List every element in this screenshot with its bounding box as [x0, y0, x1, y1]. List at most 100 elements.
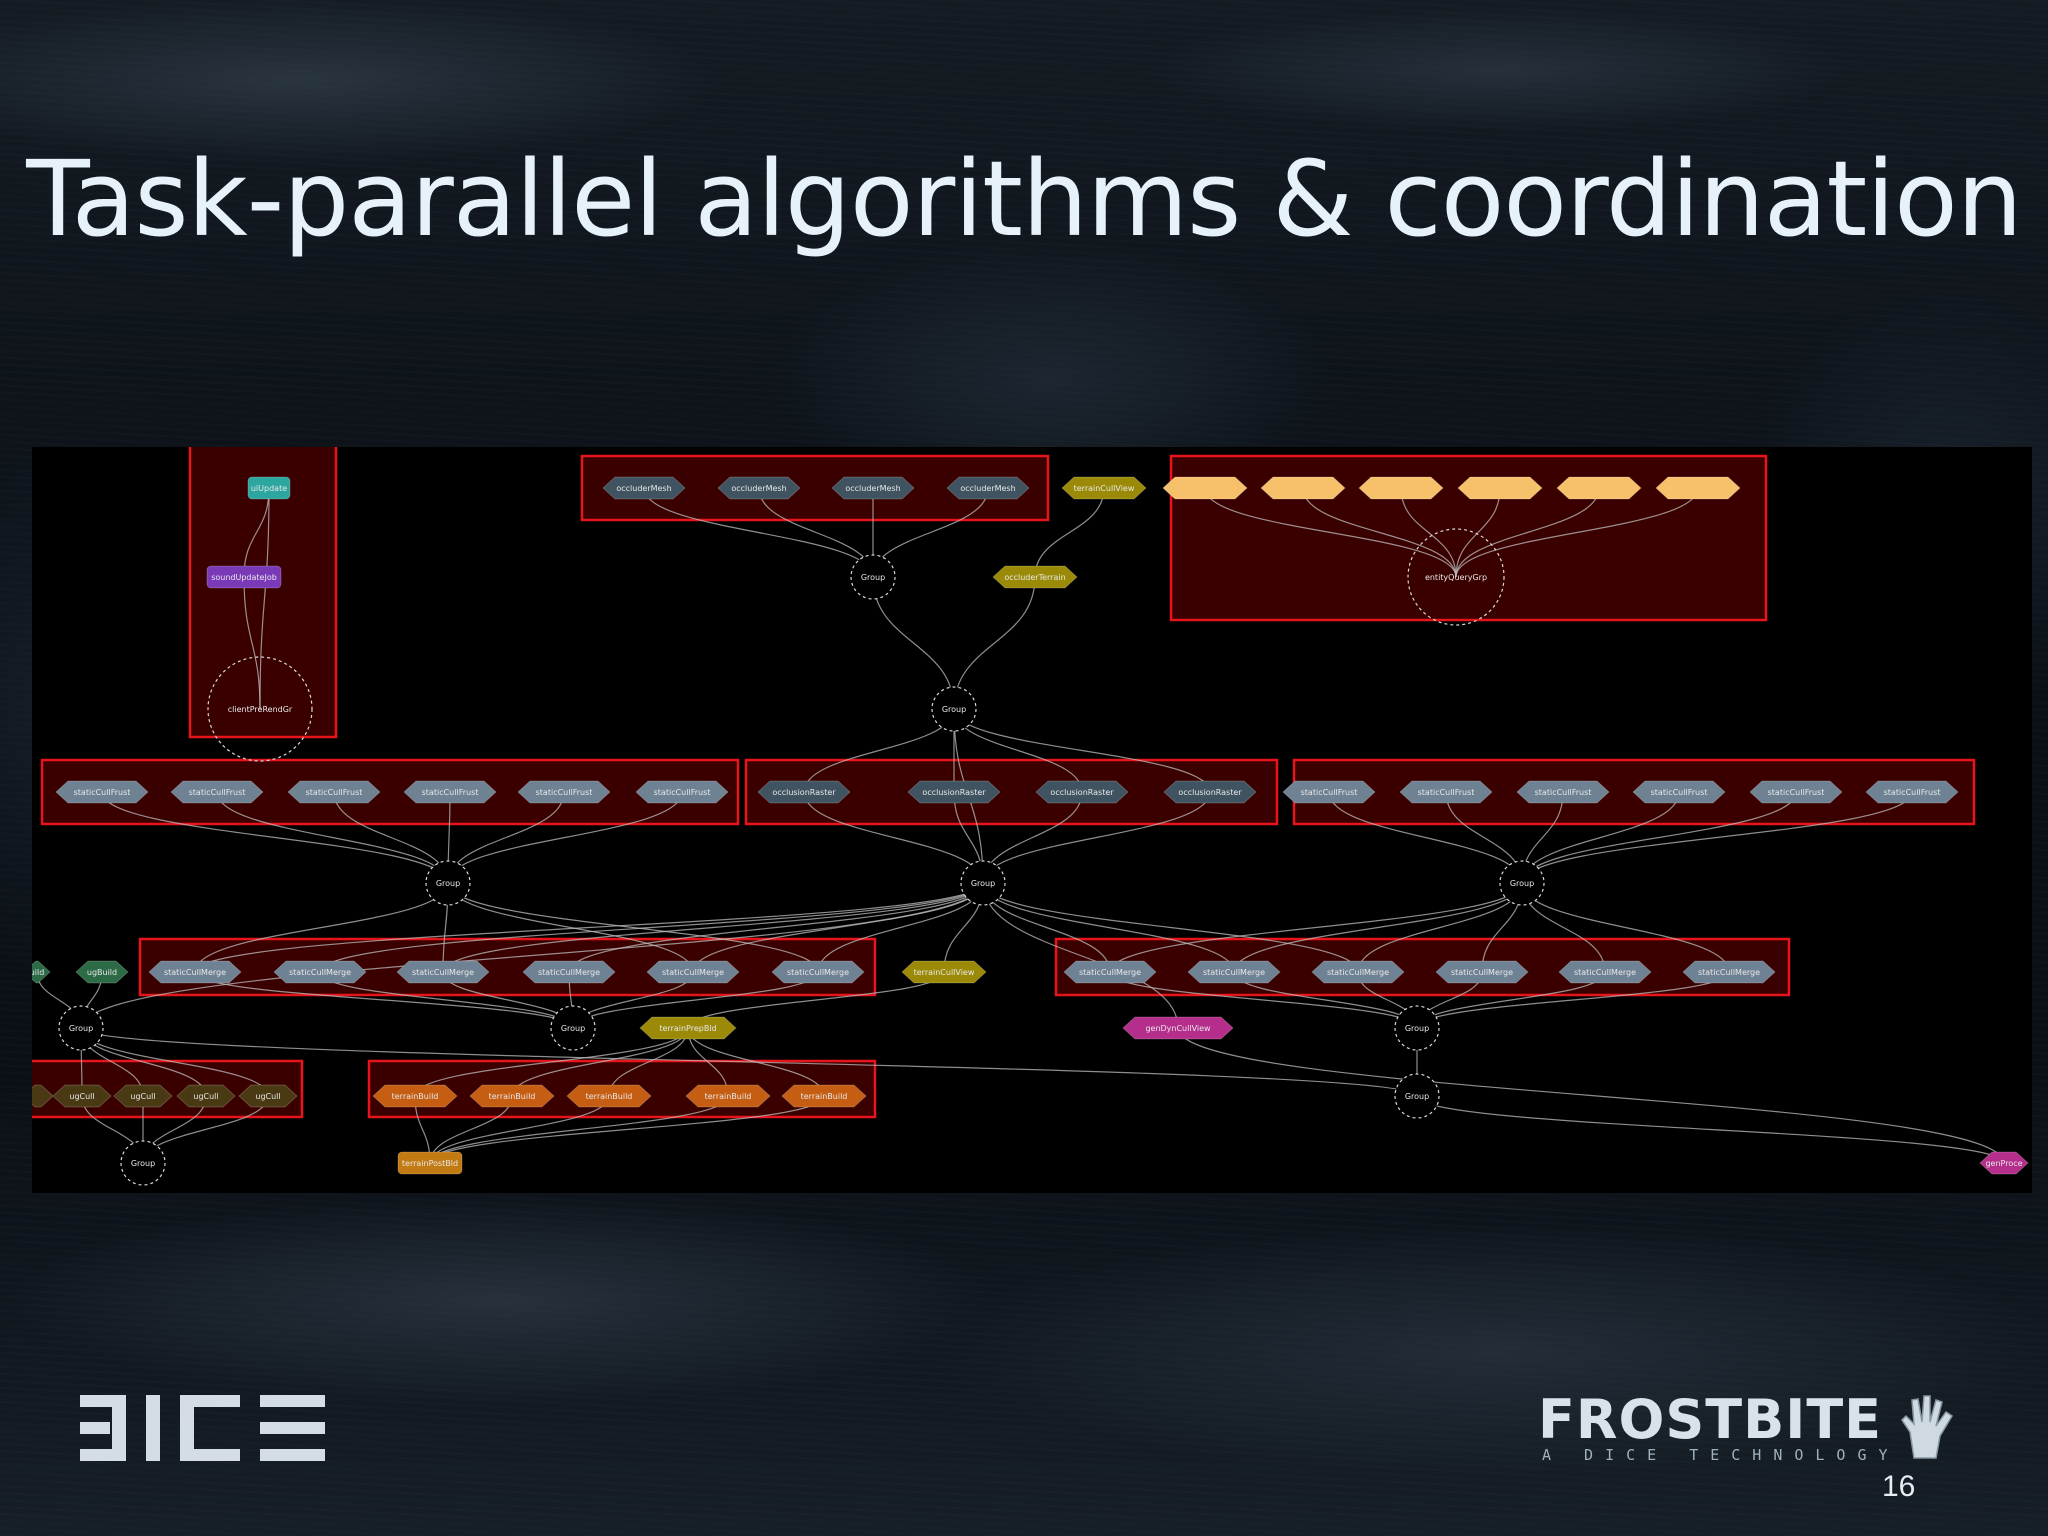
group-circle — [1499, 860, 1545, 906]
node-shape — [1163, 780, 1257, 804]
graph-edge — [319, 882, 984, 973]
graph-node-tb1: terrainBuild — [372, 1084, 458, 1108]
graph-node-scfL5: staticCullFrust — [517, 780, 611, 804]
graph-node-scfR3: staticCullFrust — [1516, 780, 1610, 804]
node-shape — [1311, 960, 1405, 984]
node-label: staticCullFrust — [1651, 788, 1708, 797]
graph-node-scmR5: staticCullMerge — [1558, 960, 1652, 984]
graph-edge — [982, 882, 1179, 1029]
graph-edge — [953, 576, 1036, 710]
node-label: staticCullFrust — [422, 788, 479, 797]
graph-node-scfR4: staticCullFrust — [1632, 780, 1726, 804]
node-label: staticCullMerge — [1327, 968, 1389, 977]
node-shape — [522, 960, 616, 984]
node-shape — [170, 780, 264, 804]
graph-node-terrainCullView1: terrainCullView — [1061, 476, 1147, 500]
node-label: occluderMesh — [845, 484, 900, 493]
graph-edge — [982, 882, 1359, 973]
graph-node-scmR4: staticCullMerge — [1435, 960, 1529, 984]
graph-node-tb3: terrainBuild — [566, 1084, 652, 1108]
node-label: Group — [1405, 1092, 1429, 1101]
graph-node-scfL4: staticCullFrust — [403, 780, 497, 804]
graph-node-scfL3: staticCullFrust — [287, 780, 381, 804]
group-circle — [550, 1005, 596, 1051]
node-label: staticCullFrust — [536, 788, 593, 797]
graph-node-grpC: Group — [960, 860, 1006, 906]
graph-edge — [447, 882, 819, 973]
node-shape — [1061, 476, 1147, 500]
node-label: staticCullMerge — [787, 968, 849, 977]
node-shape — [1516, 780, 1610, 804]
node-label: staticCullFrust — [74, 788, 131, 797]
graph-edge — [101, 791, 449, 884]
page-number: 16 — [1882, 1470, 1916, 1503]
node-shape — [397, 1151, 463, 1175]
node-label: staticCullMerge — [1698, 968, 1760, 977]
graph-node-scfL1: staticCullFrust — [55, 780, 149, 804]
graph-node-ug2: ugCull — [113, 1084, 173, 1108]
node-label: staticCullFrust — [189, 788, 246, 797]
graph-node-om1: occluderMesh — [602, 476, 686, 500]
highlight-box — [1054, 937, 1791, 997]
node-label: Group — [69, 1024, 93, 1033]
node-shape — [517, 780, 611, 804]
node-label: occlusionRaster — [1050, 788, 1114, 797]
node-shape — [55, 780, 149, 804]
graph-edge — [194, 882, 984, 973]
node-shape — [1558, 960, 1652, 984]
graph-node-or2: occlusionRaster — [907, 780, 1001, 804]
node-label: occluderMesh — [616, 484, 671, 493]
node-shape — [566, 1084, 652, 1108]
graph-node-tb5: terrainBuild — [781, 1084, 867, 1108]
node-shape — [907, 780, 1001, 804]
graph-node-scmL1: staticCullMerge — [148, 960, 242, 984]
graph-node-ug1: ugCull — [52, 1084, 112, 1108]
node-shape — [1979, 1151, 2029, 1175]
graph-edge — [429, 1095, 610, 1164]
graph-edge — [511, 1027, 689, 1097]
node-label: terrainBuild — [705, 1092, 752, 1101]
node-label: terrainPrepBld — [659, 1024, 716, 1033]
graph-node-om2: occluderMesh — [717, 476, 801, 500]
graph-node-om4: occluderMesh — [946, 476, 1030, 500]
node-shape — [1187, 960, 1281, 984]
graph-node-terrainCullView2: terrainCullView — [901, 960, 987, 984]
node-shape — [75, 960, 129, 984]
group-circle — [1394, 1073, 1440, 1119]
node-label: ugCull — [130, 1092, 155, 1101]
node-shape — [1632, 780, 1726, 804]
frostbite-logo: FROSTBITE A DICE TECHNOLOGY — [1538, 1392, 1968, 1467]
slide-title: Task-parallel algorithms & coordination — [26, 138, 2022, 260]
node-label: Group — [1405, 1024, 1429, 1033]
node-label: terrainCullView — [1074, 484, 1135, 493]
graph-edge — [442, 882, 984, 973]
node-shape — [757, 780, 851, 804]
group-circle — [850, 554, 896, 600]
node-label: ugCull — [255, 1092, 280, 1101]
node-label: staticCullMerge — [662, 968, 724, 977]
node-shape — [273, 960, 367, 984]
graph-node-grpTop: Group — [850, 554, 896, 600]
graph-node-scmR2: staticCullMerge — [1187, 960, 1281, 984]
node-shape — [946, 476, 1030, 500]
node-shape — [1282, 780, 1376, 804]
node-label: staticCullFrust — [1418, 788, 1475, 797]
node-label: staticCullMerge — [1203, 968, 1265, 977]
graph-edge — [259, 487, 270, 710]
node-shape — [52, 1084, 112, 1108]
graph-node-om3: occluderMesh — [831, 476, 915, 500]
graph-node-grpMid: Group — [931, 686, 977, 732]
node-shape — [403, 780, 497, 804]
graph-edge — [80, 1027, 1418, 1097]
graph-edge — [429, 1095, 825, 1164]
node-shape — [247, 476, 291, 500]
node-shape — [1865, 780, 1959, 804]
node-label: staticCullMerge — [1451, 968, 1513, 977]
graph-node-grpLow: Group — [1394, 1073, 1440, 1119]
node-label: terrainCullView — [914, 968, 975, 977]
graph-node-grpScmL: Group — [550, 1005, 596, 1051]
graph-edge — [1204, 487, 1457, 578]
node-shape — [372, 1084, 458, 1108]
node-shape — [206, 565, 282, 589]
graph-node-grpUg: Group — [58, 1005, 104, 1051]
